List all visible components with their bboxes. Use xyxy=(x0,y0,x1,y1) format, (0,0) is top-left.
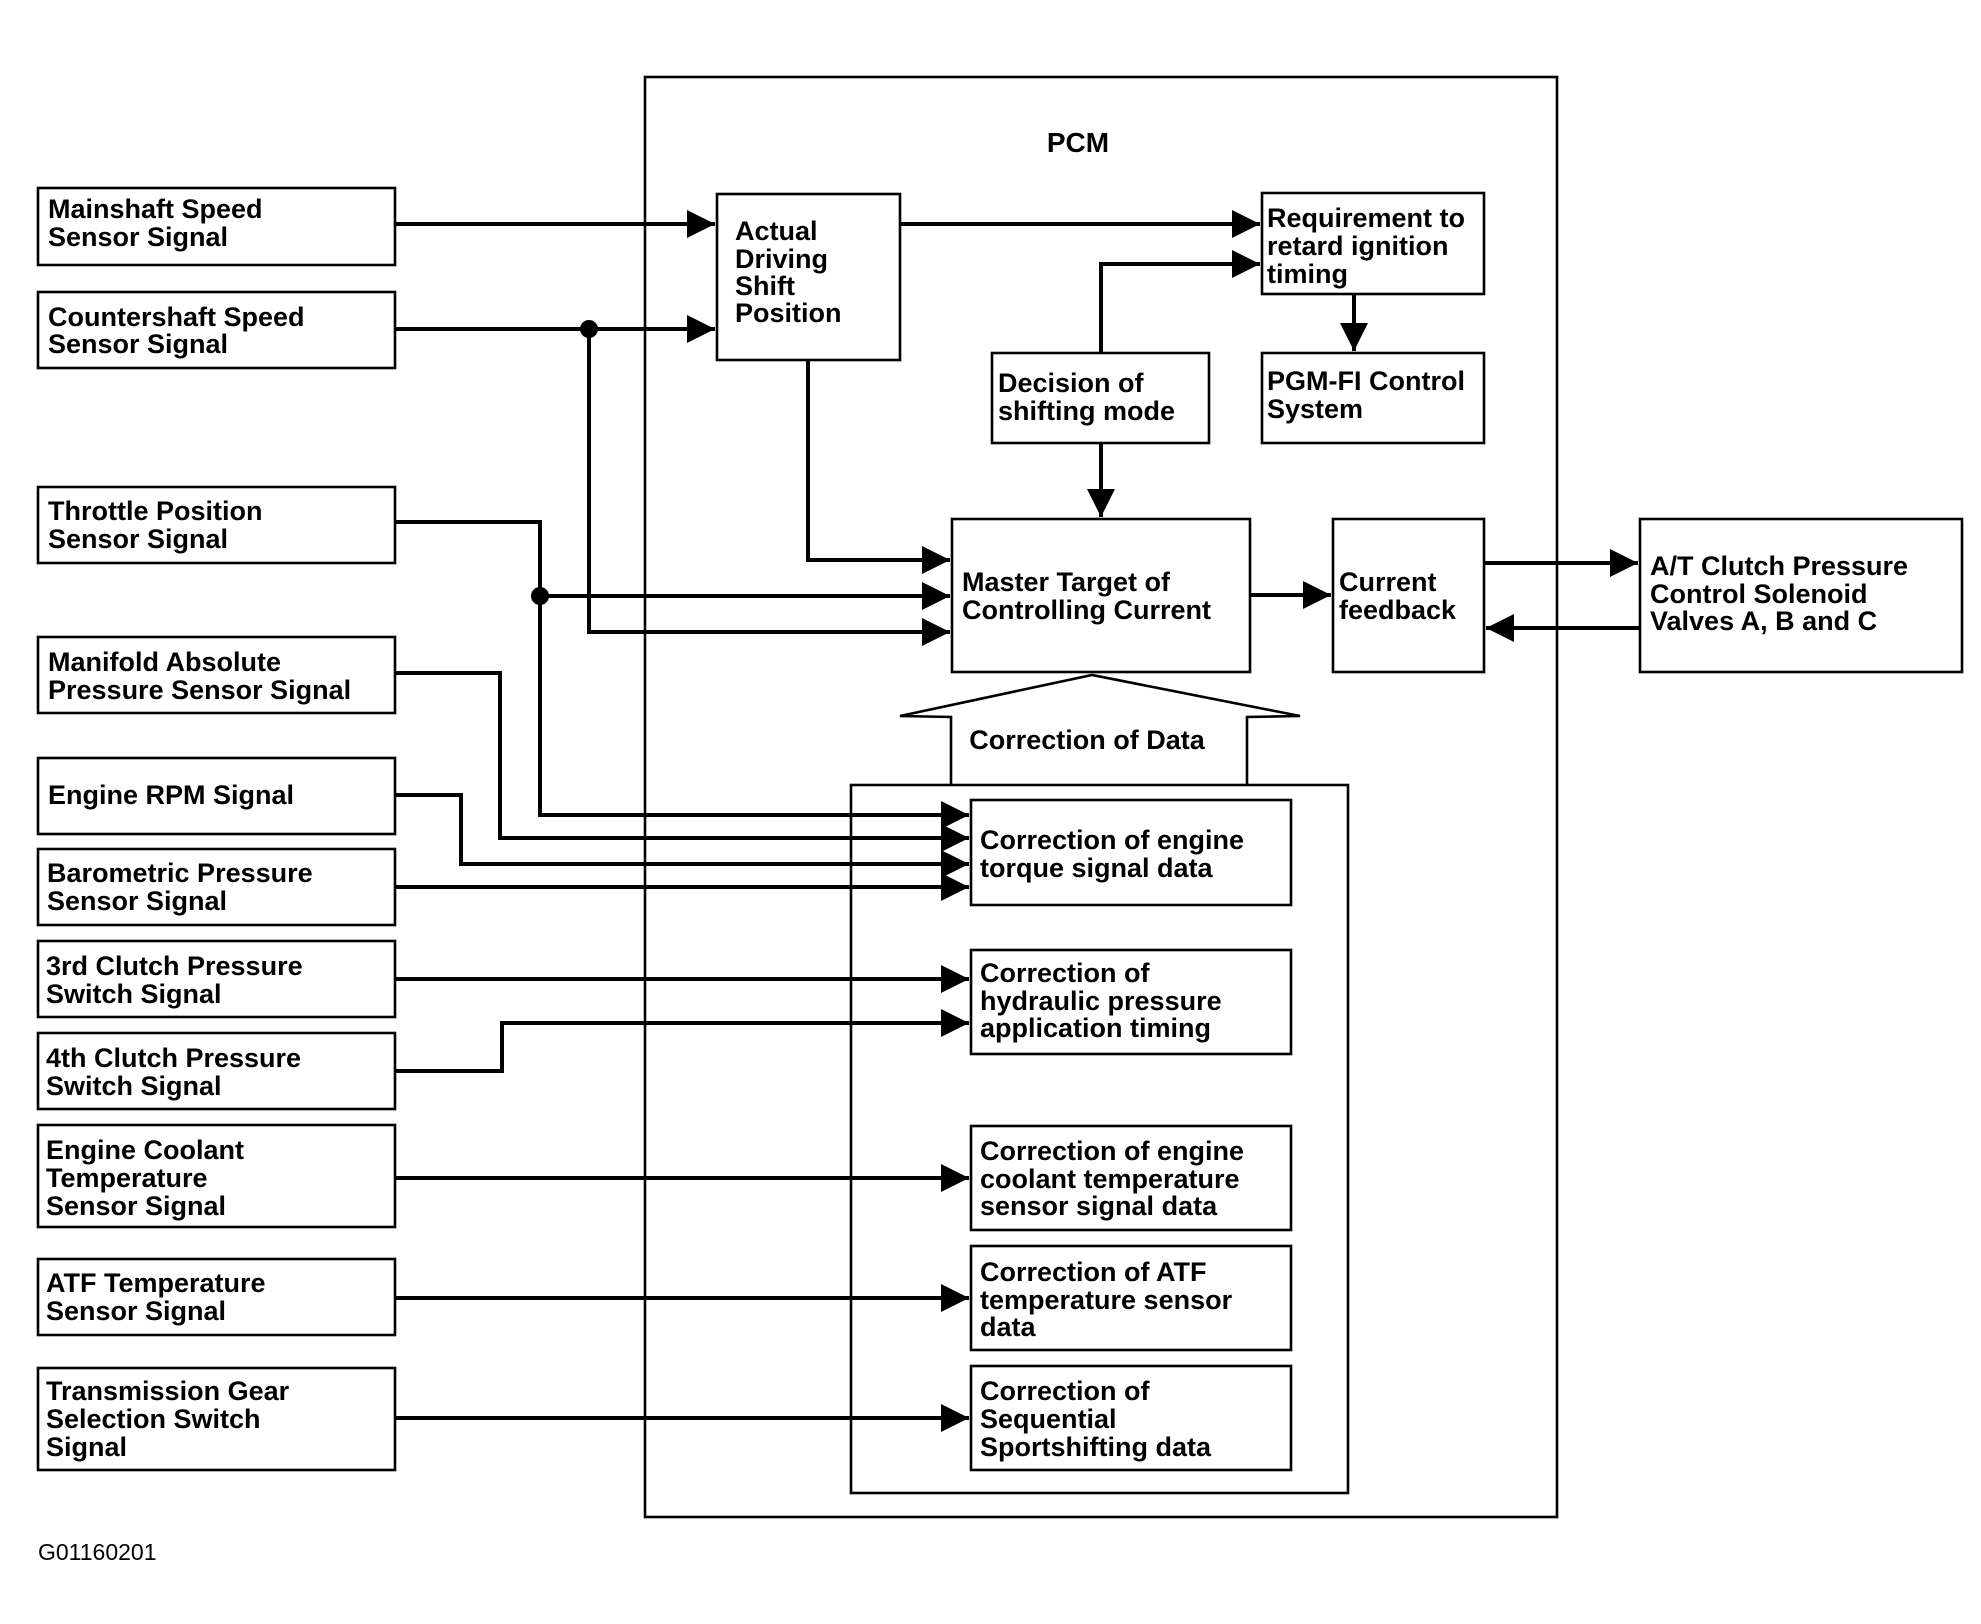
wire-shift-mode-to-retard xyxy=(1099,250,1260,353)
pcm-frame xyxy=(643,75,1559,1519)
wire-map-to-torque xyxy=(395,671,969,852)
wire-throttle-to-torque xyxy=(395,520,969,829)
wire-4th-clutch-to-hydraulic xyxy=(395,1009,969,1073)
junction-countershaft xyxy=(580,320,598,338)
engine-rpm-signal-box: Engine RPM Signal xyxy=(36,756,397,836)
figure-code: G01160201 xyxy=(38,1539,157,1565)
correction-of-data-label: Correction of Data xyxy=(969,725,1206,755)
wire-countershaft-to-master xyxy=(587,329,950,646)
pcm-label: PCM xyxy=(1047,127,1109,158)
signal-wires xyxy=(395,210,1640,1432)
wire-actual-shift-to-master xyxy=(806,360,950,574)
wire-rpm-to-torque xyxy=(395,793,969,878)
junction-throttle xyxy=(531,587,549,605)
correction-of-data-container xyxy=(849,673,1350,1495)
svg-text:Engine RPM Signal: Engine RPM Signal xyxy=(48,780,294,810)
